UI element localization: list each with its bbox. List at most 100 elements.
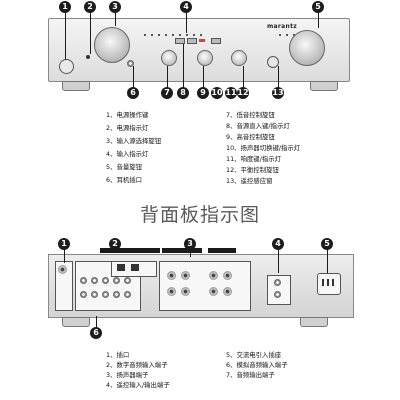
speaker-post	[181, 271, 190, 280]
legend-item: 1、电源操作键	[106, 111, 149, 119]
input-selector-knob	[94, 27, 130, 63]
legend-item: 4、输入指示灯	[106, 150, 149, 158]
callout-4: 4	[180, 1, 192, 13]
leader-line	[65, 8, 66, 60]
legend-item: 7、低音控制旋钮	[226, 111, 275, 119]
speaker-terminal-block	[159, 261, 251, 311]
power-button	[59, 59, 74, 74]
leader-line	[96, 316, 97, 328]
leader-line	[278, 243, 279, 273]
legend-item: 11、响度键/指示灯	[226, 155, 282, 163]
front-panel: marantz	[48, 18, 350, 82]
legend-item: 12、平衡控制旋钮	[226, 166, 279, 174]
callout-11: 11	[225, 87, 237, 99]
callout-8: 8	[177, 87, 189, 99]
remote-jack	[274, 291, 281, 298]
rear-foot-left	[62, 317, 90, 327]
callout-13: 13	[272, 87, 284, 99]
rear-header-bar	[208, 248, 236, 253]
legend-item: 9、高音控制旋钮	[226, 133, 275, 141]
section-title: 背面板指示图	[139, 204, 260, 226]
rca-jack	[91, 277, 98, 284]
rear-callout-1: 1	[58, 238, 70, 250]
rca-jack	[80, 291, 87, 298]
callout-1: 1	[59, 1, 71, 13]
legend-item: 4、遥控输入/输出端子	[106, 381, 170, 389]
rca-jack	[102, 277, 109, 284]
ground-terminal	[58, 265, 67, 274]
leader-line	[190, 243, 191, 257]
rca-jack	[113, 277, 120, 284]
leader-line	[203, 66, 204, 88]
front-foot-left	[62, 81, 90, 91]
power-indicator	[86, 55, 90, 59]
leader-line	[318, 8, 319, 28]
rca-jack	[91, 291, 98, 298]
speaker-post	[209, 271, 218, 280]
leader-line	[115, 8, 116, 26]
optical-input	[131, 264, 139, 271]
legend-item: 8、音源直入键/指示灯	[226, 122, 290, 130]
speaker-post	[167, 287, 176, 296]
callout-7: 7	[161, 87, 173, 99]
legend-item: 13、遥控感应窗	[226, 177, 273, 185]
rear-callout-5: 5	[321, 238, 333, 250]
legend-item: 6、模拟音频输入端子	[226, 361, 288, 369]
rca-jack	[124, 277, 131, 284]
balance-knob	[231, 50, 247, 66]
legend-item: 3、扬声器端子	[106, 371, 149, 379]
callout-6: 6	[127, 87, 139, 99]
rca-jack	[102, 291, 109, 298]
headphone-jack	[127, 60, 134, 67]
loudness-button	[211, 38, 221, 44]
rear-header-bar	[100, 248, 160, 253]
leader-line	[64, 243, 65, 263]
legend-item: 5、音量旋钮	[106, 163, 143, 171]
brand-logo: marantz	[267, 23, 298, 30]
rca-jack	[80, 277, 87, 284]
front-foot-right	[310, 81, 338, 91]
speaker-post	[209, 287, 218, 296]
legend-item: 2、电源指示灯	[106, 124, 149, 132]
callout-3: 3	[109, 1, 121, 13]
callout-2: 2	[84, 1, 96, 13]
remote-sensor	[267, 56, 279, 68]
rear-header-bar	[162, 248, 202, 253]
speaker-button	[187, 38, 197, 44]
callout-9: 9	[197, 87, 209, 99]
leader-line	[243, 66, 244, 88]
remote-jack	[274, 279, 281, 286]
rear-callout-2: 2	[109, 238, 121, 250]
leader-line	[327, 243, 328, 273]
legend-item: 2、数字音频输入端子	[106, 361, 168, 369]
legend-item: 10、扬声器切换键/指示灯	[226, 144, 301, 152]
rear-foot-right	[300, 317, 328, 327]
leader-line	[90, 8, 91, 54]
leader-line	[183, 44, 184, 88]
leader-line	[167, 66, 168, 88]
optical-input	[117, 264, 125, 271]
speaker-post	[181, 287, 190, 296]
legend-item: 7、音频输出端子	[226, 371, 275, 379]
legend-item: 6、耳机插口	[106, 176, 143, 184]
treble-knob	[197, 50, 213, 66]
legend-item: 5、交流电引入插座	[226, 351, 282, 359]
speaker-post	[223, 271, 232, 280]
callout-12: 12	[237, 87, 249, 99]
callout-10: 10	[211, 87, 223, 99]
speaker-post	[223, 287, 232, 296]
legend-item: 1、插口	[106, 351, 130, 359]
rear-callout-4: 4	[272, 238, 284, 250]
rca-jack	[113, 291, 120, 298]
legend-item: 3、输入源选择旋钮	[106, 137, 162, 145]
volume-knob	[289, 30, 325, 66]
source-direct-button	[175, 38, 185, 44]
leader-line	[278, 66, 279, 88]
speaker-post	[167, 271, 176, 280]
rca-jack	[124, 291, 131, 298]
callout-5: 5	[312, 1, 324, 13]
leader-line	[133, 66, 134, 88]
rear-panel	[48, 254, 354, 318]
input-indicator-row	[144, 34, 204, 36]
center-indicator	[199, 39, 205, 42]
